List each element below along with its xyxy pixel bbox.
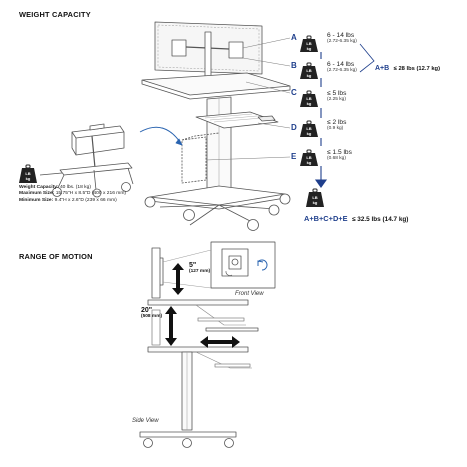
weight-capacity-title: WEIGHT CAPACITY bbox=[19, 10, 91, 19]
lift-arrow bbox=[172, 263, 184, 295]
svg-text:LB: LB bbox=[306, 155, 311, 160]
front-view-label: Front View bbox=[235, 291, 264, 297]
weight-e: ≤ 1.5 lbs(0.68 kg) bbox=[327, 149, 352, 161]
height-arrow bbox=[165, 306, 177, 346]
svg-text:LB: LB bbox=[25, 171, 30, 176]
svg-text:LB: LB bbox=[306, 96, 311, 101]
height-adjust-label: 20" (508 mm) bbox=[141, 307, 163, 319]
label-a: A bbox=[291, 33, 297, 42]
weight-d: ≤ 2 lbs(0.9 kg) bbox=[327, 119, 347, 131]
sum-a-b: A+B ≤ 28 lbs (12.7 kg) bbox=[375, 65, 441, 72]
svg-text:LB: LB bbox=[306, 41, 311, 46]
label-d: D bbox=[291, 123, 297, 132]
svg-text:kg: kg bbox=[307, 131, 312, 136]
tray-slide-arrow bbox=[200, 336, 240, 348]
svg-text:kg: kg bbox=[307, 160, 312, 165]
rotate-icon bbox=[225, 259, 268, 276]
sum-all: A+B+C+D+E ≤ 32.5 lbs (14.7 kg) bbox=[304, 214, 409, 223]
label-e: E bbox=[291, 152, 297, 161]
range-of-motion-title: RANGE OF MOTION bbox=[19, 252, 93, 261]
cpu-specs: Weight Capacity: 40 lbs. (18 kg) Maximum… bbox=[19, 185, 127, 203]
label-c: C bbox=[291, 88, 297, 97]
svg-text:LB: LB bbox=[306, 68, 311, 73]
svg-text:LB: LB bbox=[306, 126, 311, 131]
svg-text:kg: kg bbox=[307, 101, 312, 106]
range-of-motion-diagram bbox=[139, 241, 276, 448]
side-view-label: Side View bbox=[132, 418, 159, 424]
weight-c: ≤ 5 lbs(2.25 kg) bbox=[327, 90, 347, 102]
svg-text:LB: LB bbox=[312, 195, 317, 200]
svg-text:kg: kg bbox=[26, 176, 31, 181]
weight-a: 6 - 14 lbs(2.72-6.35 kg) bbox=[327, 32, 357, 44]
svg-text:kg: kg bbox=[307, 46, 312, 51]
monitor-lift-label: 5" (127 mm) bbox=[189, 262, 211, 274]
svg-text:kg: kg bbox=[307, 73, 312, 78]
svg-text:kg: kg bbox=[313, 200, 318, 205]
label-b: B bbox=[291, 61, 297, 70]
weight-b: 6 - 14 lbs(2.72-6.35 kg) bbox=[327, 61, 357, 73]
